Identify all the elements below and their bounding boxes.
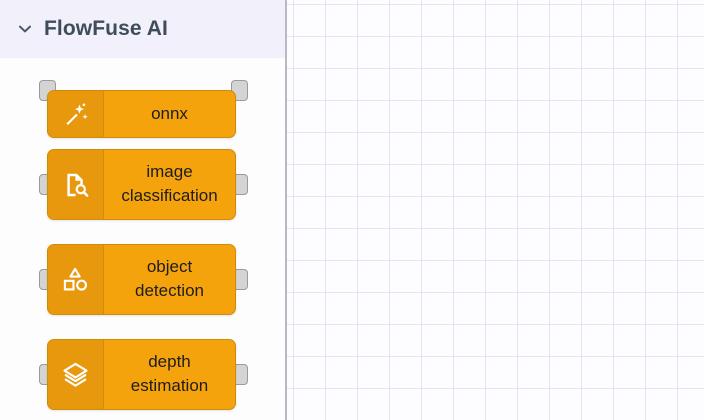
palette-node-object-detection-wrapper: object detection (0, 244, 285, 343)
shapes-icon (48, 245, 104, 314)
flow-canvas[interactable] (285, 0, 704, 420)
palette-node-label-depth-estimation: depth estimation (104, 340, 235, 409)
palette-node-depth-estimation-wrapper: depth estimation (0, 339, 285, 420)
palette-node-image-classification-wrapper: image classification (0, 149, 285, 248)
node-label-line2: classification (121, 186, 218, 205)
palette-node-onnx-wrapper: onnx (0, 58, 285, 153)
palette-node-list: onnx image (0, 58, 285, 420)
layers-icon (48, 340, 104, 409)
palette-node-image-classification[interactable]: image classification (47, 149, 236, 220)
palette-category-title: FlowFuse AI (44, 17, 168, 40)
palette-node-label-image-classification: image classification (104, 150, 235, 219)
palette-node-label-onnx: onnx (104, 91, 235, 137)
node-label-line1: image (146, 162, 193, 182)
chevron-down-icon[interactable] (14, 18, 36, 40)
palette-node-onnx[interactable]: onnx (47, 90, 236, 138)
node-palette: FlowFuse AI onnx (0, 0, 285, 420)
palette-node-object-detection[interactable]: object detection (47, 244, 236, 315)
node-label-line1: object (146, 257, 193, 277)
node-label-line2: detection (135, 281, 204, 300)
node-label-line2: estimation (130, 376, 209, 395)
palette-category-header-flowfuse-ai[interactable]: FlowFuse AI (0, 0, 285, 58)
magic-wand-sparkle-icon (48, 91, 104, 137)
palette-node-label-object-detection: object detection (104, 245, 235, 314)
node-label-line1: depth (148, 352, 191, 372)
node-label-line1: onnx (151, 103, 188, 123)
palette-node-depth-estimation[interactable]: depth estimation (47, 339, 236, 410)
document-search-icon (48, 150, 104, 219)
